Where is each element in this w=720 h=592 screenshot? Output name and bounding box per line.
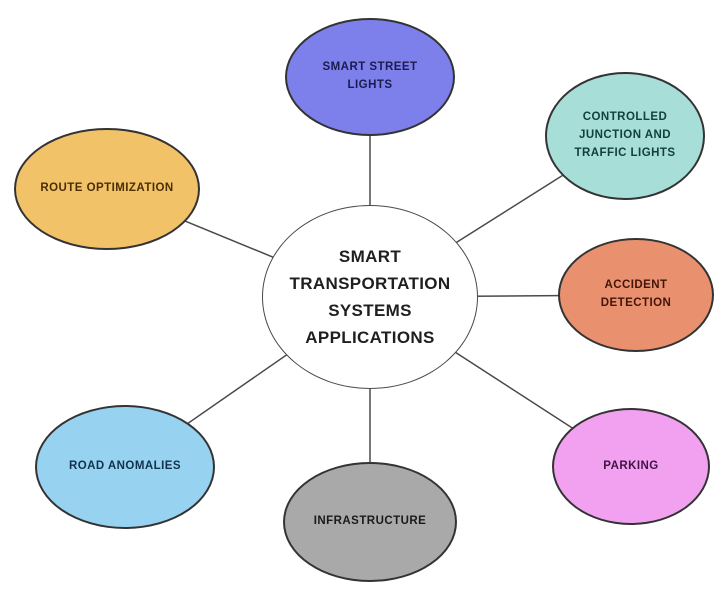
node-road-anomalies: ROAD ANOMALIES [35, 405, 215, 529]
central-node: SMART TRANSPORTATION SYSTEMS APPLICATION… [262, 205, 478, 389]
node-label: SMART STREET LIGHTS [322, 61, 418, 91]
node-smart-street-lights: SMART STREET LIGHTS [285, 18, 455, 136]
node-infrastructure: INFRASTRUCTURE [283, 462, 457, 582]
node-label: ROUTE OPTIMIZATION [40, 182, 174, 195]
node-accident-detection: ACCIDENT DETECTION [558, 238, 714, 352]
node-parking: PARKING [552, 408, 710, 525]
node-label: PARKING [603, 459, 659, 472]
node-label: ACCIDENT DETECTION [600, 279, 672, 309]
node-label: CONTROLLED JUNCTION AND TRAFFIC LIGHTS [574, 111, 676, 159]
node-label: ROAD ANOMALIES [68, 460, 182, 473]
node-controlled-junction-and-traffic-lights: CONTROLLED JUNCTION AND TRAFFIC LIGHTS [545, 72, 705, 200]
node-route-optimization: ROUTE OPTIMIZATION [14, 128, 200, 250]
central-node-label: SMART TRANSPORTATION SYSTEMS APPLICATION… [289, 246, 451, 348]
node-label: INFRASTRUCTURE [313, 515, 427, 528]
